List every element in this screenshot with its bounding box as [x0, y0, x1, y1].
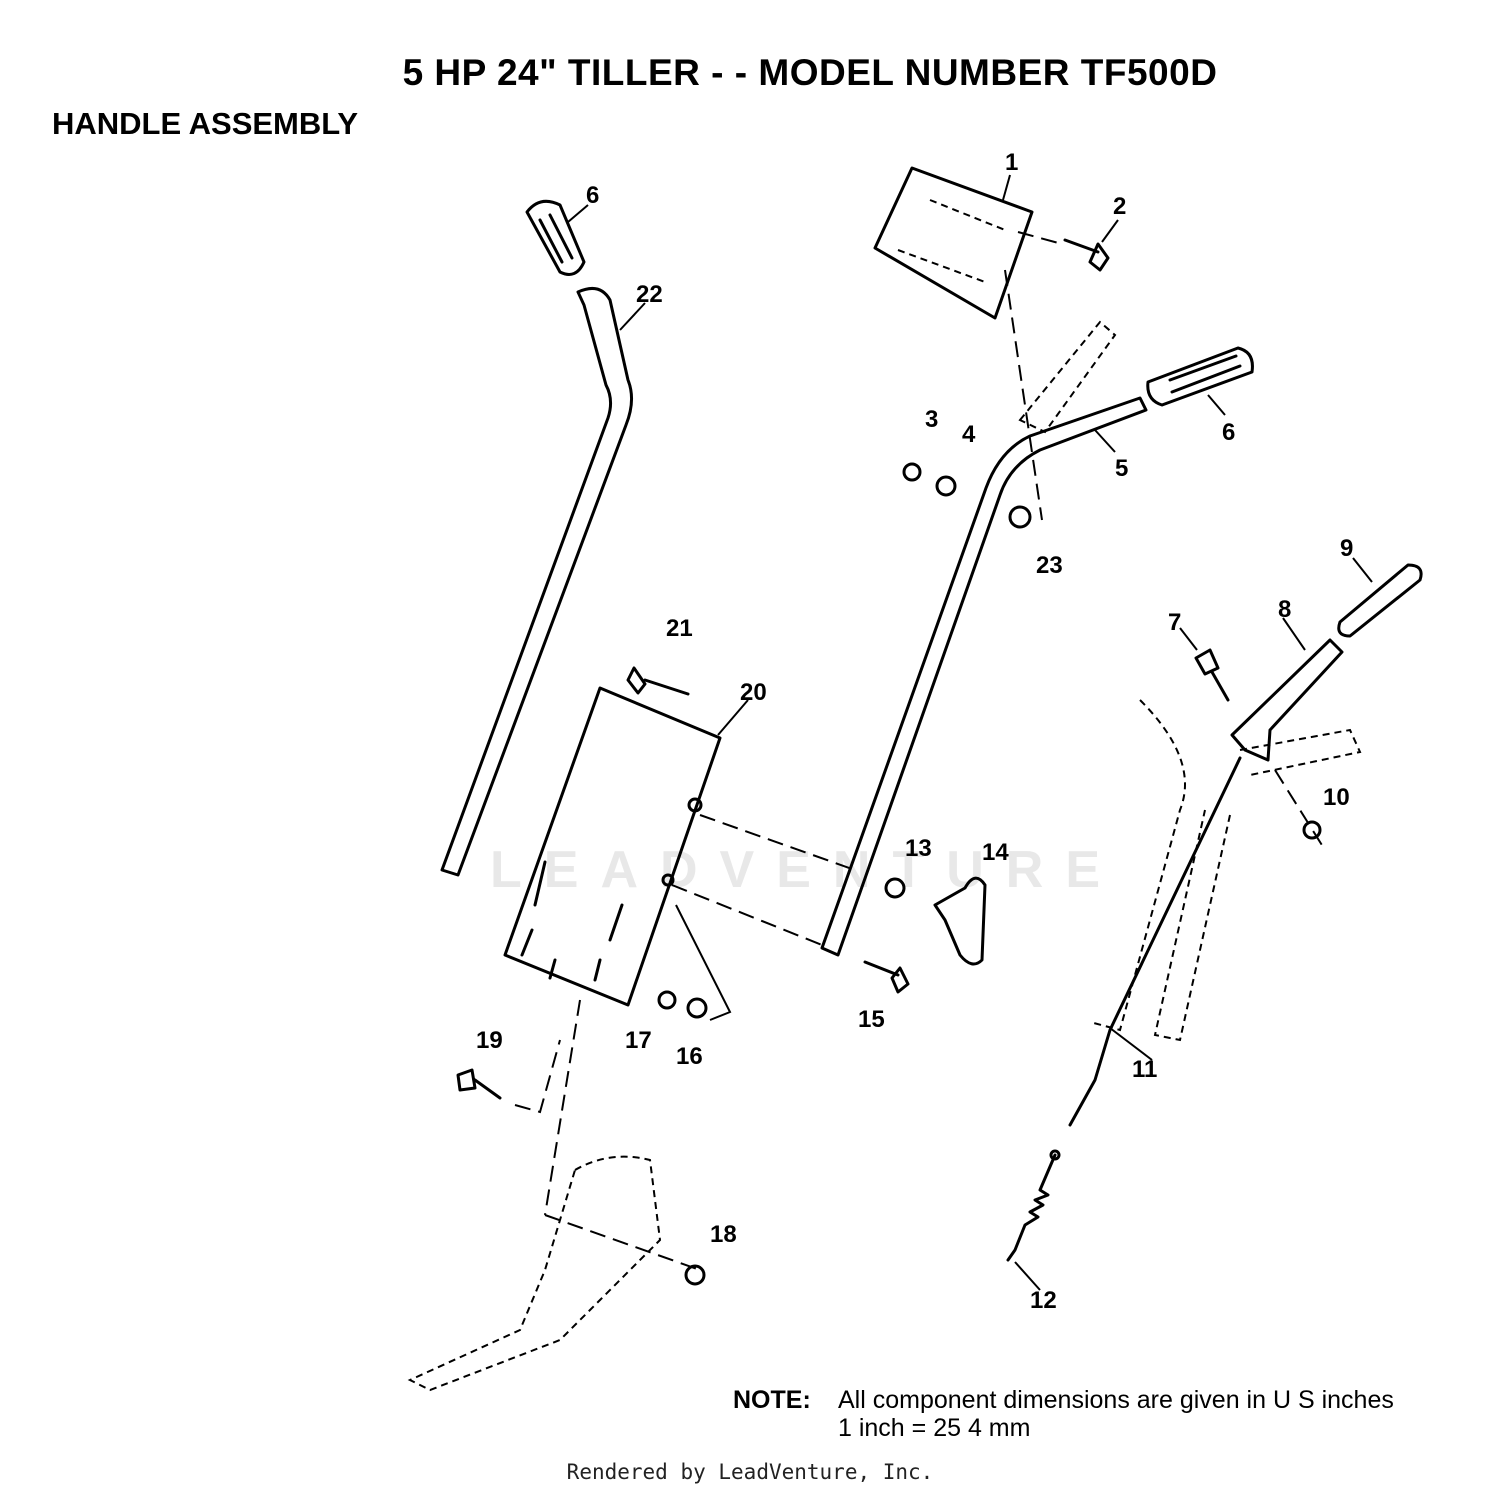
leader-20 — [717, 699, 749, 736]
part-12-spring — [1006, 1153, 1057, 1262]
tiller-frame-ghost — [407, 1155, 662, 1392]
part-9-grip — [1337, 563, 1423, 638]
callout-10: 10 — [1323, 784, 1350, 811]
callout-23: 23 — [1036, 552, 1063, 579]
part-5-right-handle — [820, 396, 1148, 957]
leader-22 — [619, 302, 646, 331]
callout-3: 3 — [925, 406, 938, 433]
footer-credit: Rendered by LeadVenture, Inc. — [566, 1460, 934, 1484]
leader-8 — [1282, 617, 1306, 651]
callout-7: 7 — [1168, 609, 1181, 636]
part-2-bolt — [1063, 238, 1110, 272]
callout-9: 9 — [1340, 535, 1353, 562]
callout-4: 4 — [962, 421, 976, 448]
callout-15: 15 — [858, 1006, 885, 1033]
part-21-bolt — [626, 666, 690, 696]
callout-1: 1 — [1005, 149, 1018, 176]
part-16-washer — [686, 997, 708, 1019]
part-22-left-handle — [440, 286, 633, 877]
part-17-nut — [657, 990, 677, 1010]
leader-12 — [1014, 1261, 1041, 1291]
leader-6b — [1207, 394, 1226, 416]
note-label: NOTE: — [733, 1386, 811, 1414]
part-14-knob — [933, 876, 987, 966]
leader-11 — [1109, 1027, 1153, 1061]
leader-7 — [1179, 627, 1198, 651]
part-20-mounting-plate — [503, 686, 722, 1007]
part-8-lever — [1230, 638, 1344, 762]
callout-11: 11 — [1132, 1056, 1157, 1083]
part-3-nut — [902, 462, 922, 482]
units-note: NOTE: All component dimensions are given … — [733, 1386, 1394, 1442]
part-11-cable — [1068, 756, 1242, 1127]
part-4-washer — [935, 475, 957, 497]
leader-6a — [567, 204, 589, 223]
leader-1 — [1002, 174, 1011, 201]
note-line-1: All component dimensions are given in U … — [838, 1386, 1394, 1414]
callout-14: 14 — [982, 839, 1009, 866]
part-19-bolt — [456, 1068, 502, 1100]
callout-21: 21 — [666, 615, 693, 642]
leader-9 — [1352, 557, 1373, 583]
part-15-bolt — [863, 960, 910, 994]
part-23-washer — [1008, 505, 1032, 529]
part-18-nut — [684, 1264, 706, 1286]
callout-19: 19 — [476, 1027, 503, 1054]
callout-5: 5 — [1115, 455, 1128, 482]
callout-12: 12 — [1030, 1287, 1057, 1314]
note-body: All component dimensions are given in U … — [838, 1386, 1394, 1442]
part-13-washer — [884, 877, 906, 899]
part-10-nut — [1302, 820, 1322, 840]
callout-16: 16 — [676, 1043, 703, 1070]
note-line-2: 1 inch = 25 4 mm — [838, 1414, 1031, 1442]
callout-22: 22 — [636, 281, 663, 308]
callout-8: 8 — [1278, 596, 1291, 623]
part-7-bolt — [1194, 648, 1230, 702]
part-6-left-grip — [525, 199, 586, 276]
callout-2: 2 — [1113, 193, 1126, 220]
callout-13: 13 — [905, 835, 932, 862]
callout-17: 17 — [625, 1027, 652, 1054]
leader-5 — [1094, 429, 1116, 453]
callout-20: 20 — [740, 679, 767, 706]
watermark-text: LEADVENTURE — [490, 841, 1123, 899]
part-6-right-grip — [1146, 346, 1254, 407]
callout-18: 18 — [710, 1221, 737, 1248]
callout-6-left: 6 — [586, 182, 599, 209]
callout-6-right: 6 — [1222, 419, 1235, 446]
page-title: 5 HP 24" TILLER - - MODEL NUMBER TF500D — [402, 52, 1218, 93]
section-subtitle: HANDLE ASSEMBLY — [52, 106, 359, 141]
part-1-bracket-plate — [873, 166, 1034, 320]
leader-2 — [1101, 219, 1119, 243]
